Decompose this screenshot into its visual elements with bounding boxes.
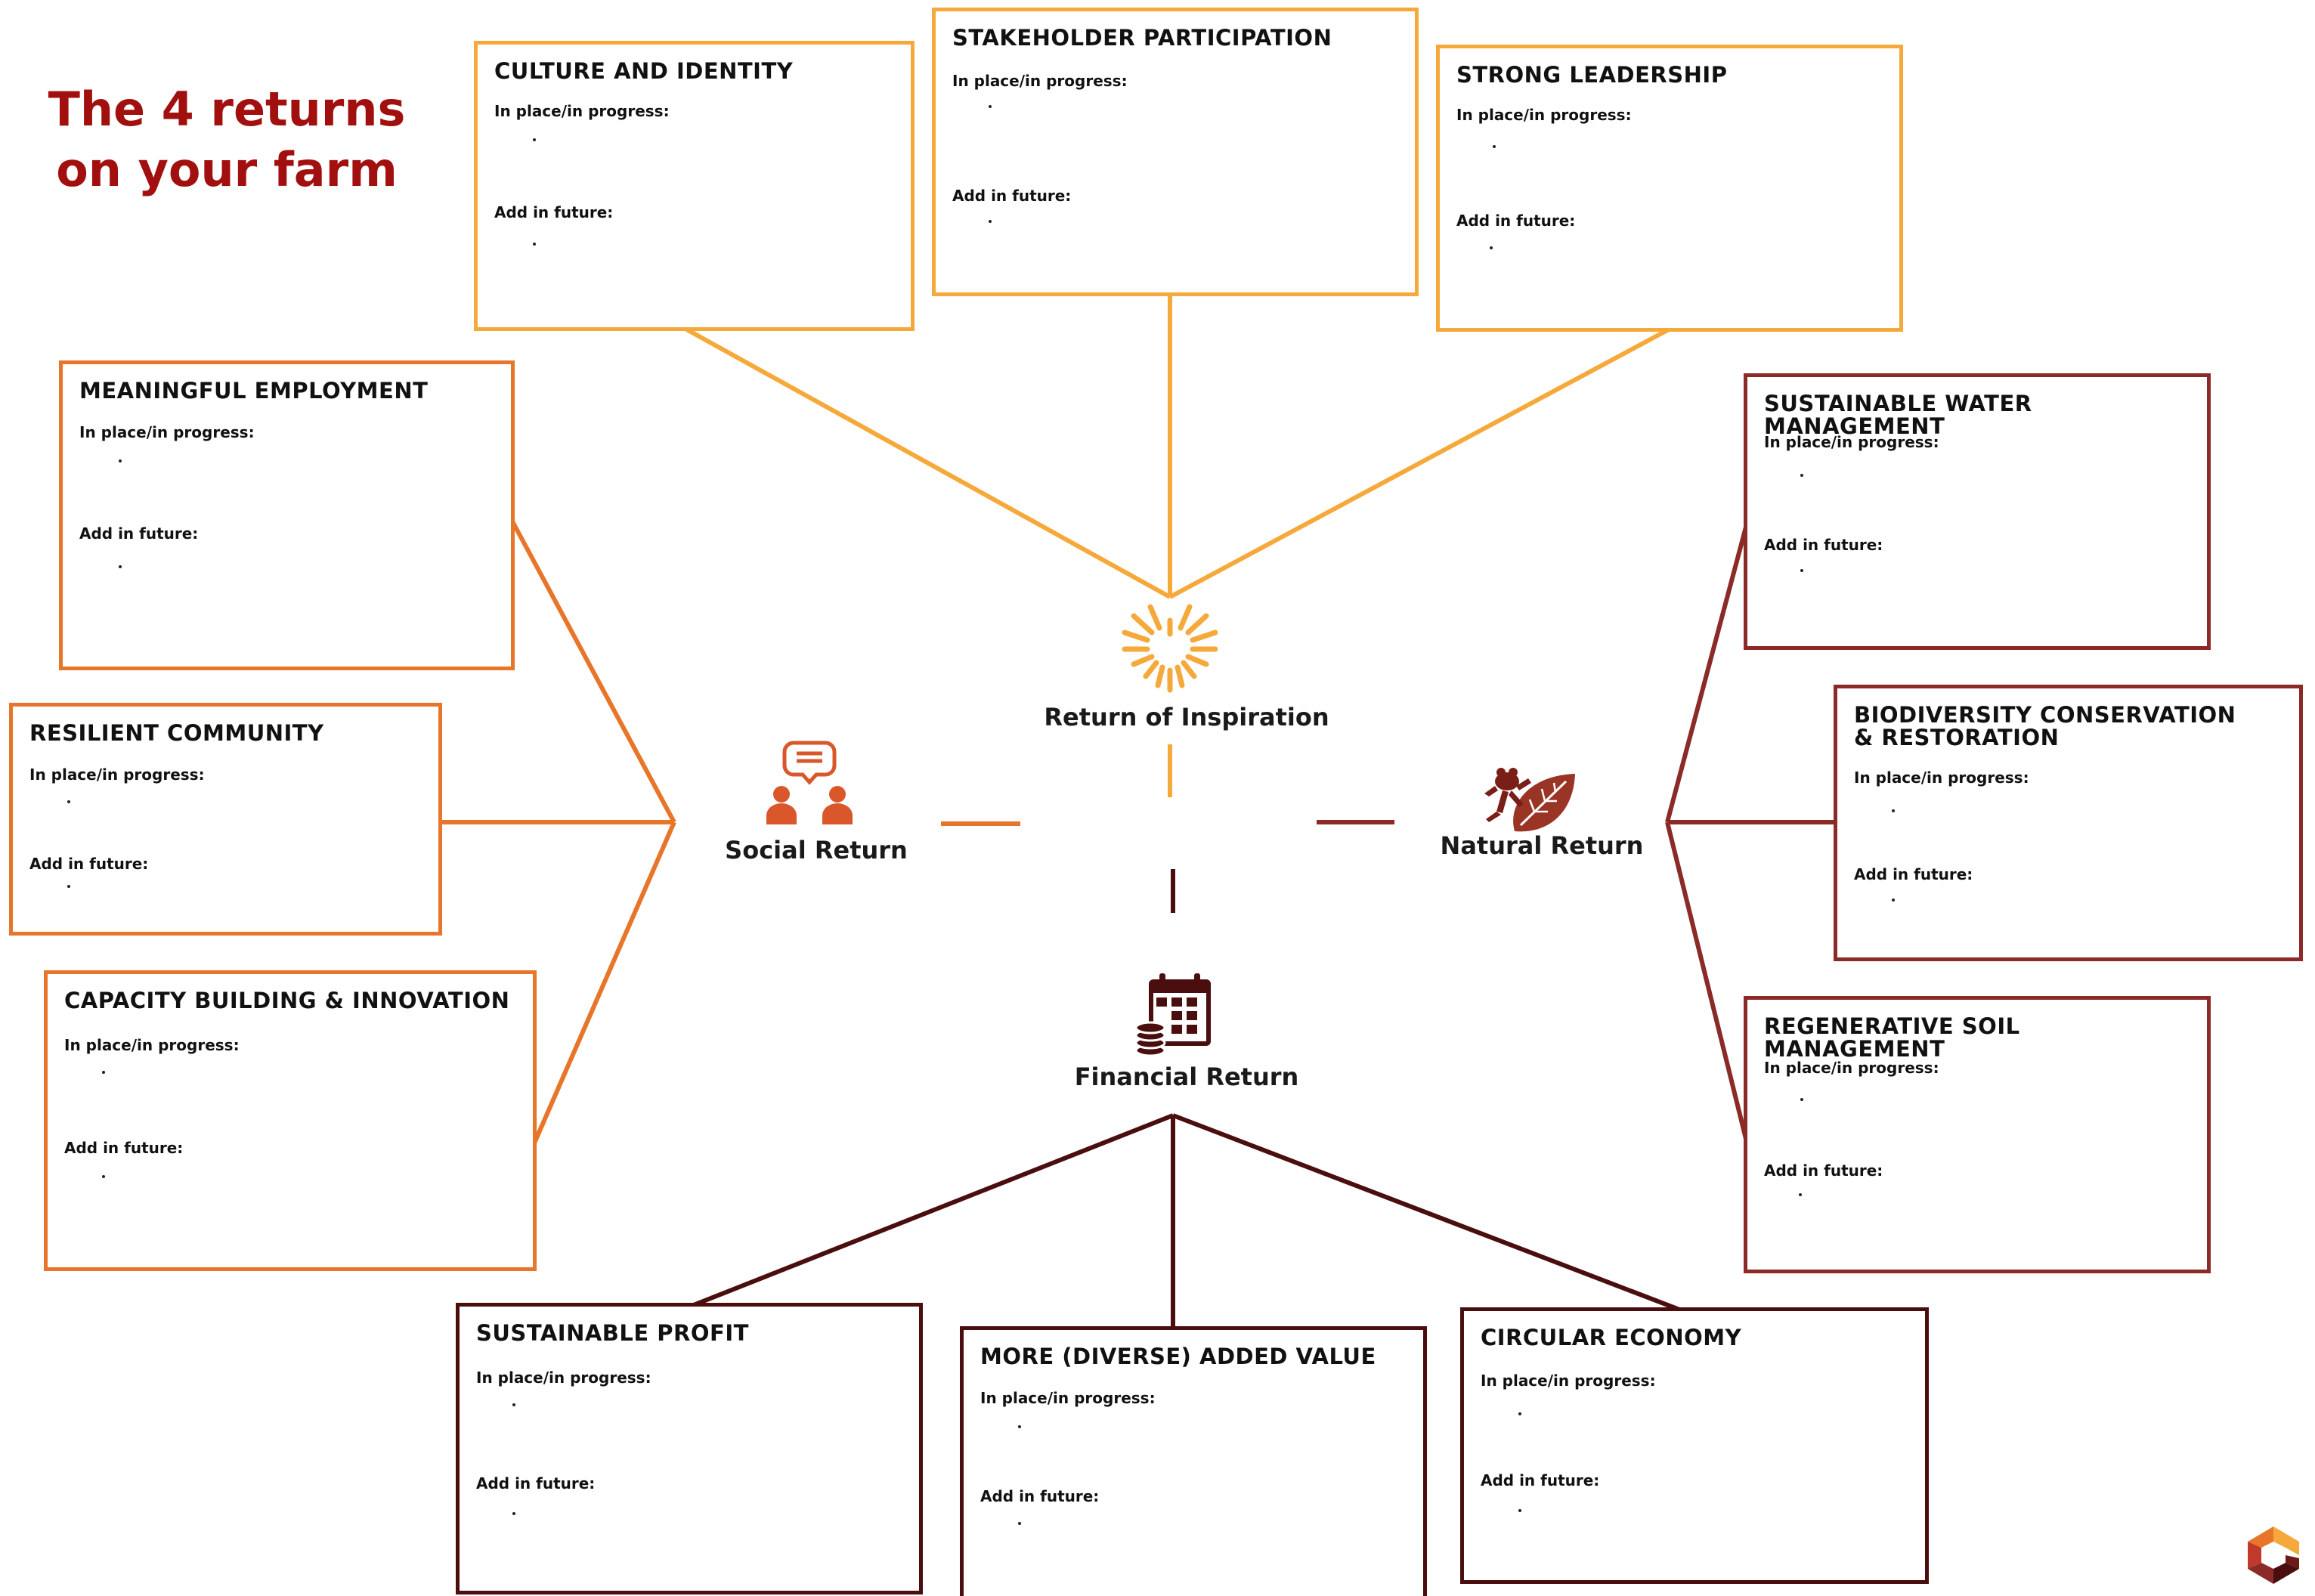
box-stakeholder-participation: STAKEHOLDER PARTICIPATION In place/in pr… — [932, 8, 1419, 296]
bullet — [1800, 1098, 1803, 1101]
box-title-line2: & RESTORATION — [1854, 725, 2060, 750]
hub-label-natural: Natural Return — [1440, 831, 1644, 860]
box-title-line1: BIODIVERSITY CONSERVATION — [1854, 702, 2236, 728]
calendar-coins-icon — [1134, 973, 1211, 1056]
connector-leadership — [1168, 327, 1670, 599]
bullet — [512, 1403, 515, 1406]
box-sustainable-profit: SUSTAINABLE PROFIT In place/in progress:… — [456, 1303, 923, 1594]
hub-label-inspiration: Return of Inspiration — [1044, 703, 1329, 732]
box-strong-leadership: STRONG LEADERSHIP In place/in progress: … — [1436, 45, 1903, 332]
brand-logo-icon — [2248, 1526, 2299, 1584]
bullet — [512, 1512, 515, 1515]
bullet — [67, 885, 70, 888]
box-culture-and-identity: CULTURE AND IDENTITY In place/in progres… — [474, 41, 915, 331]
future-label: Add in future: — [1764, 1161, 1883, 1180]
bullet — [1892, 809, 1895, 812]
bullet — [119, 459, 122, 462]
sunburst-heart-icon — [1122, 604, 1218, 693]
hub-label-financial: Financial Return — [1074, 1062, 1299, 1091]
box-title: SUSTAINABLE PROFIT — [476, 1320, 749, 1346]
box-capacity-building-innovation: CAPACITY BUILDING & INNOVATION In place/… — [44, 970, 537, 1271]
box-more-diverse-added-value: MORE (DIVERSE) ADDED VALUE In place/in p… — [960, 1326, 1427, 1596]
bullet — [1018, 1425, 1021, 1428]
page-title: The 4 returns on your farm — [0, 79, 453, 200]
bullet — [1892, 899, 1895, 902]
bullet — [989, 105, 992, 108]
bullet — [1799, 1193, 1802, 1196]
box-title: MEANINGFUL EMPLOYMENT — [79, 378, 429, 404]
connector-circular — [1171, 1113, 1687, 1314]
bullet — [1800, 474, 1803, 477]
in-place-label: In place/in progress: — [1854, 769, 2029, 787]
box-meaningful-employment: MEANINGFUL EMPLOYMENT In place/in progre… — [59, 360, 515, 670]
future-label: Add in future: — [1854, 865, 1973, 883]
bullet — [102, 1175, 105, 1178]
box-title: CAPACITY BUILDING & INNOVATION — [64, 988, 510, 1013]
box-sustainable-water-management: SUSTAINABLE WATER MANAGEMENT In place/in… — [1744, 373, 2211, 650]
bullet — [1800, 569, 1803, 572]
future-label: Add in future: — [494, 203, 614, 221]
box-regenerative-soil-management: REGENERATIVE SOIL MANAGEMENT In place/in… — [1744, 996, 2211, 1273]
hub-label-social: Social Return — [725, 836, 908, 865]
in-place-label: In place/in progress: — [1764, 1059, 1939, 1077]
box-title: MORE (DIVERSE) ADDED VALUE — [980, 1344, 1376, 1369]
bullet — [119, 565, 122, 568]
box-title: STAKEHOLDER PARTICIPATION — [952, 25, 1332, 51]
box-title: STRONG LEADERSHIP — [1456, 62, 1728, 88]
in-place-label: In place/in progress: — [29, 766, 205, 784]
connector-capacity — [531, 821, 676, 1146]
box-circular-economy: CIRCULAR ECONOMY In place/in progress: A… — [1460, 1307, 1929, 1584]
box-title: RESILIENT COMMUNITY — [29, 720, 324, 746]
box-title: SUSTAINABLE WATER MANAGEMENT — [1764, 391, 2032, 439]
box-title: BIODIVERSITY CONSERVATION & RESTORATION — [1854, 704, 2292, 749]
in-place-label: In place/in progress: — [980, 1389, 1156, 1407]
box-resilient-community: RESILIENT COMMUNITY In place/in progress… — [9, 703, 442, 936]
bullet — [67, 800, 70, 803]
box-title: CULTURE AND IDENTITY — [494, 58, 794, 84]
in-place-label: In place/in progress: — [1456, 106, 1632, 124]
in-place-label: In place/in progress: — [494, 102, 670, 120]
future-label: Add in future: — [476, 1474, 596, 1492]
bullet — [1518, 1509, 1521, 1512]
future-label: Add in future: — [1481, 1471, 1600, 1489]
bullet — [989, 220, 992, 223]
future-label: Add in future: — [29, 855, 149, 873]
future-label: Add in future: — [79, 524, 199, 543]
bullet — [1018, 1522, 1021, 1525]
bullet — [1518, 1412, 1521, 1415]
connector-culture — [682, 326, 1171, 599]
future-label: Add in future: — [64, 1139, 184, 1157]
bullet — [1490, 246, 1493, 249]
connector-soil — [1665, 821, 1750, 1146]
connector-employment — [510, 520, 676, 824]
connector-profit — [682, 1113, 1175, 1311]
page-title-line1: The 4 returns — [48, 82, 406, 137]
in-place-label: In place/in progress: — [952, 72, 1128, 90]
future-label: Add in future: — [952, 187, 1072, 205]
future-label: Add in future: — [1456, 212, 1576, 230]
bullet — [533, 138, 536, 141]
box-title: REGENERATIVE SOIL MANAGEMENT — [1764, 1013, 2020, 1062]
in-place-label: In place/in progress: — [476, 1369, 651, 1387]
page-title-line2: on your farm — [56, 142, 398, 197]
people-chat-icon — [766, 741, 853, 824]
in-place-label: In place/in progress: — [1481, 1372, 1656, 1390]
in-place-label: In place/in progress: — [64, 1036, 240, 1054]
box-biodiversity-conservation-restoration: BIODIVERSITY CONSERVATION & RESTORATION … — [1834, 685, 2303, 961]
in-place-label: In place/in progress: — [79, 423, 255, 441]
bullet — [1493, 145, 1496, 148]
frog-leaf-icon — [1484, 768, 1575, 832]
future-label: Add in future: — [1764, 536, 1883, 554]
box-title: CIRCULAR ECONOMY — [1481, 1325, 1742, 1350]
in-place-label: In place/in progress: — [1764, 433, 1939, 451]
bullet — [533, 243, 536, 246]
bullet — [102, 1071, 105, 1074]
connector-water — [1665, 521, 1750, 823]
future-label: Add in future: — [980, 1487, 1100, 1505]
